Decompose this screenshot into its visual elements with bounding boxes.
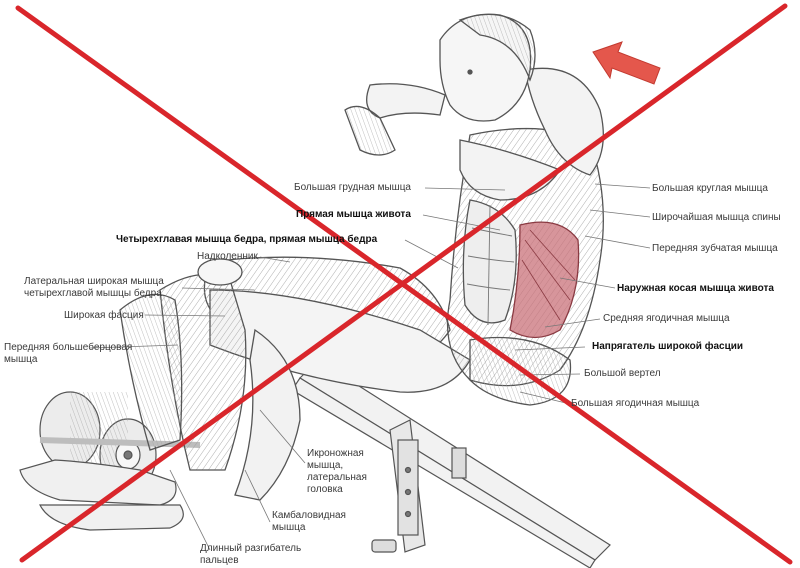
label-quadriceps: Четырехглавая мышца бедра, прямая мышца … [116,234,378,245]
arrow-icon [592,41,661,85]
label-greater-trochanter: Большой вертел [584,368,661,379]
label-tibialis-anterior: Передняя большеберцовая мышца [4,342,133,365]
label-patella: Надколенник [197,251,258,262]
label-fascia-lata: Широкая фасция [64,310,144,321]
label-serratus-anterior: Передняя зубчатая мышца [652,243,778,254]
incline-bench [291,359,611,568]
head [439,13,536,122]
label-teres-major: Большая круглая мышца [652,183,768,194]
label-external-oblique: Наружная косая мышца живота [617,283,774,294]
feet [19,459,184,531]
cross-mark-icon [15,3,793,565]
foot-rollers [39,391,201,492]
label-tensor-fasciae-latae: Напрягатель широкой фасции [592,341,744,352]
label-gluteus-medius: Средняя ягодичная мышца [603,313,730,324]
legs [119,256,471,501]
leader-lines [89,183,651,551]
label-rectus-abdominis: Прямая мышца живота [296,209,411,220]
label-vastus-lateralis: Латеральная широкая мышца четырехглавой … [24,276,164,299]
label-soleus: Камбаловидная мышца [272,510,346,533]
label-gluteus-maximus: Большая ягодичная мышца [571,398,700,409]
arms [344,67,604,176]
label-extensor-digitorum: Длинный разгибатель пальцев [200,543,302,566]
label-gastrocnemius: Икроножная мышца, латеральная головка [307,448,367,495]
label-pectoralis-major: Большая грудная мышца [294,182,411,193]
label-latissimus-dorsi: Широчайшая мышца спины [652,212,781,223]
